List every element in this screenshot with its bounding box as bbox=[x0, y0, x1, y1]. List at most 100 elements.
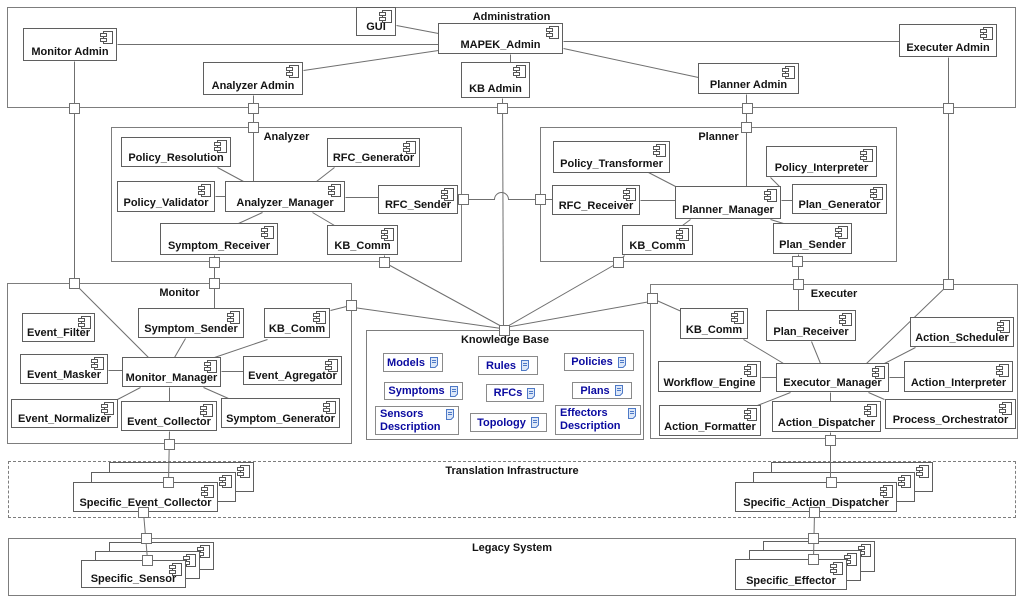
component-plan-generator-label: Plan_Generator bbox=[798, 199, 881, 211]
component-icon bbox=[381, 228, 394, 241]
component-executer-admin: Executer Admin bbox=[899, 24, 997, 57]
kb-item-plans: Plans bbox=[572, 382, 632, 399]
connector-line bbox=[770, 219, 784, 224]
component-policy-transformer-label: Policy_Transformer bbox=[560, 158, 663, 170]
container-title-monitor: Monitor bbox=[159, 287, 200, 299]
component-specific-sensor: Specific_Sensor bbox=[81, 560, 186, 588]
component-plan-sender: Plan_Sender bbox=[773, 223, 852, 254]
component-policy-interpreter-label: Policy_Interpreter bbox=[774, 162, 869, 174]
connector-line bbox=[654, 299, 682, 312]
component-action-scheduler-label: Action_Scheduler bbox=[915, 332, 1009, 344]
connector-square bbox=[379, 257, 390, 268]
component-rfc-generator-label: RFC_Generator bbox=[332, 152, 415, 164]
artifact-icon bbox=[429, 357, 439, 368]
connector-square bbox=[741, 122, 752, 133]
component-planner-admin-label: Planner Admin bbox=[709, 79, 788, 91]
component-specific-effector-label: Specific_Effector bbox=[746, 575, 836, 587]
component-kb-comm-monitor: KB_Comm bbox=[264, 308, 330, 338]
component-kb-comm-analyzer: KB_Comm bbox=[327, 225, 398, 255]
component-event-agregator: Event_Agregator bbox=[243, 356, 342, 385]
artifact-icon bbox=[445, 409, 455, 420]
artifact-icon bbox=[617, 356, 627, 368]
component-rfc-sender: RFC_Sender bbox=[378, 185, 458, 214]
connector-line bbox=[117, 387, 141, 400]
component-icon bbox=[169, 563, 182, 576]
connector-square bbox=[825, 435, 836, 446]
component-event-collector-label: Event_Collector bbox=[127, 416, 211, 428]
component-specific-event-collector-label: Specific_Event_Collector bbox=[79, 497, 212, 509]
connector-line bbox=[770, 177, 780, 187]
component-icon bbox=[227, 311, 240, 324]
kb-item-topology: Topology bbox=[470, 413, 547, 432]
component-kb-admin: KB Admin bbox=[461, 62, 530, 98]
container-title-planner: Planner bbox=[698, 131, 739, 143]
component-planner-admin: Planner Admin bbox=[698, 63, 799, 94]
component-workflow-engine-label: Workflow_Engine bbox=[663, 377, 756, 389]
component-icon bbox=[835, 226, 848, 239]
container-title-analyzer: Analyzer bbox=[263, 131, 310, 143]
component-icon bbox=[676, 228, 689, 241]
artifact-icon bbox=[520, 360, 530, 371]
connector-line bbox=[74, 283, 149, 358]
component-event-masker-label: Event_Masker bbox=[27, 369, 101, 381]
component-kb-comm-executer-label: KB_Comm bbox=[685, 324, 743, 336]
connector-square bbox=[163, 477, 174, 488]
component-icon bbox=[864, 404, 877, 417]
component-process-orchestrator: Process_Orchestrator bbox=[885, 399, 1016, 429]
component-policy-transformer: Policy_Transformer bbox=[553, 141, 670, 173]
component-icon bbox=[999, 402, 1012, 415]
component-icon bbox=[880, 485, 893, 498]
connector-line bbox=[217, 167, 244, 182]
component-kb-admin-label: KB Admin bbox=[469, 83, 522, 95]
component-monitor-manager: Monitor_Manager bbox=[122, 357, 221, 387]
component-kb-comm-planner-label: KB_Comm bbox=[629, 240, 686, 252]
connector-line bbox=[682, 219, 691, 226]
connector-square bbox=[248, 103, 259, 114]
component-action-formatter: Action_Formatter bbox=[659, 405, 761, 436]
component-icon bbox=[782, 66, 795, 79]
component-icon bbox=[237, 465, 250, 478]
connector-square bbox=[138, 507, 149, 518]
connector-square bbox=[346, 300, 357, 311]
component-workflow-engine: Workflow_Engine bbox=[658, 361, 761, 392]
artifact-icon bbox=[627, 408, 637, 419]
component-icon bbox=[744, 408, 757, 421]
component-icon bbox=[653, 144, 666, 157]
component-analyzer-admin-label: Analyzer Admin bbox=[211, 80, 295, 92]
artifact-icon bbox=[526, 387, 536, 399]
component-icon bbox=[286, 65, 299, 78]
component-policy-validator-label: Policy_Validator bbox=[123, 197, 209, 209]
kb-item-topology-label: Topology bbox=[477, 416, 526, 429]
component-analyzer-manager: Analyzer_Manager bbox=[225, 181, 345, 212]
component-icon bbox=[183, 554, 196, 567]
component-icon bbox=[764, 189, 777, 202]
connector-line bbox=[203, 387, 229, 399]
component-icon bbox=[204, 360, 217, 373]
connector-square bbox=[497, 103, 508, 114]
component-process-orchestrator-label: Process_Orchestrator bbox=[892, 414, 1009, 426]
connector-square bbox=[248, 122, 259, 133]
component-plan-generator: Plan_Generator bbox=[792, 184, 887, 214]
component-icon bbox=[980, 27, 993, 40]
component-action-interpreter: Action_Interpreter bbox=[904, 361, 1013, 392]
component-action-scheduler: Action_Scheduler bbox=[910, 317, 1014, 347]
connector-square bbox=[209, 257, 220, 268]
component-specific-sensor-label: Specific_Sensor bbox=[90, 573, 177, 585]
component-event-agregator-label: Event_Agregator bbox=[248, 370, 337, 382]
component-gui: GUI bbox=[356, 7, 396, 36]
component-specific-action-dispatcher-label: Specific_Action_Dispatcher bbox=[743, 497, 889, 509]
connector-line bbox=[214, 339, 268, 358]
connector-square bbox=[808, 554, 819, 565]
connector-line bbox=[238, 212, 263, 224]
component-action-formatter-label: Action_Formatter bbox=[664, 421, 756, 433]
kb-item-symptoms-label: Symptoms bbox=[388, 385, 445, 397]
component-action-dispatcher: Action_Dispatcher bbox=[772, 401, 881, 432]
component-monitor-admin-label: Monitor Admin bbox=[31, 46, 109, 58]
kb-item-rfcs: RFCs bbox=[486, 384, 544, 402]
component-rfc-receiver-label: RFC_Receiver bbox=[558, 200, 634, 212]
connector-line bbox=[563, 48, 699, 78]
component-icon bbox=[325, 359, 338, 372]
component-symptom-receiver: Symptom_Receiver bbox=[160, 223, 278, 255]
component-icon bbox=[200, 404, 213, 417]
